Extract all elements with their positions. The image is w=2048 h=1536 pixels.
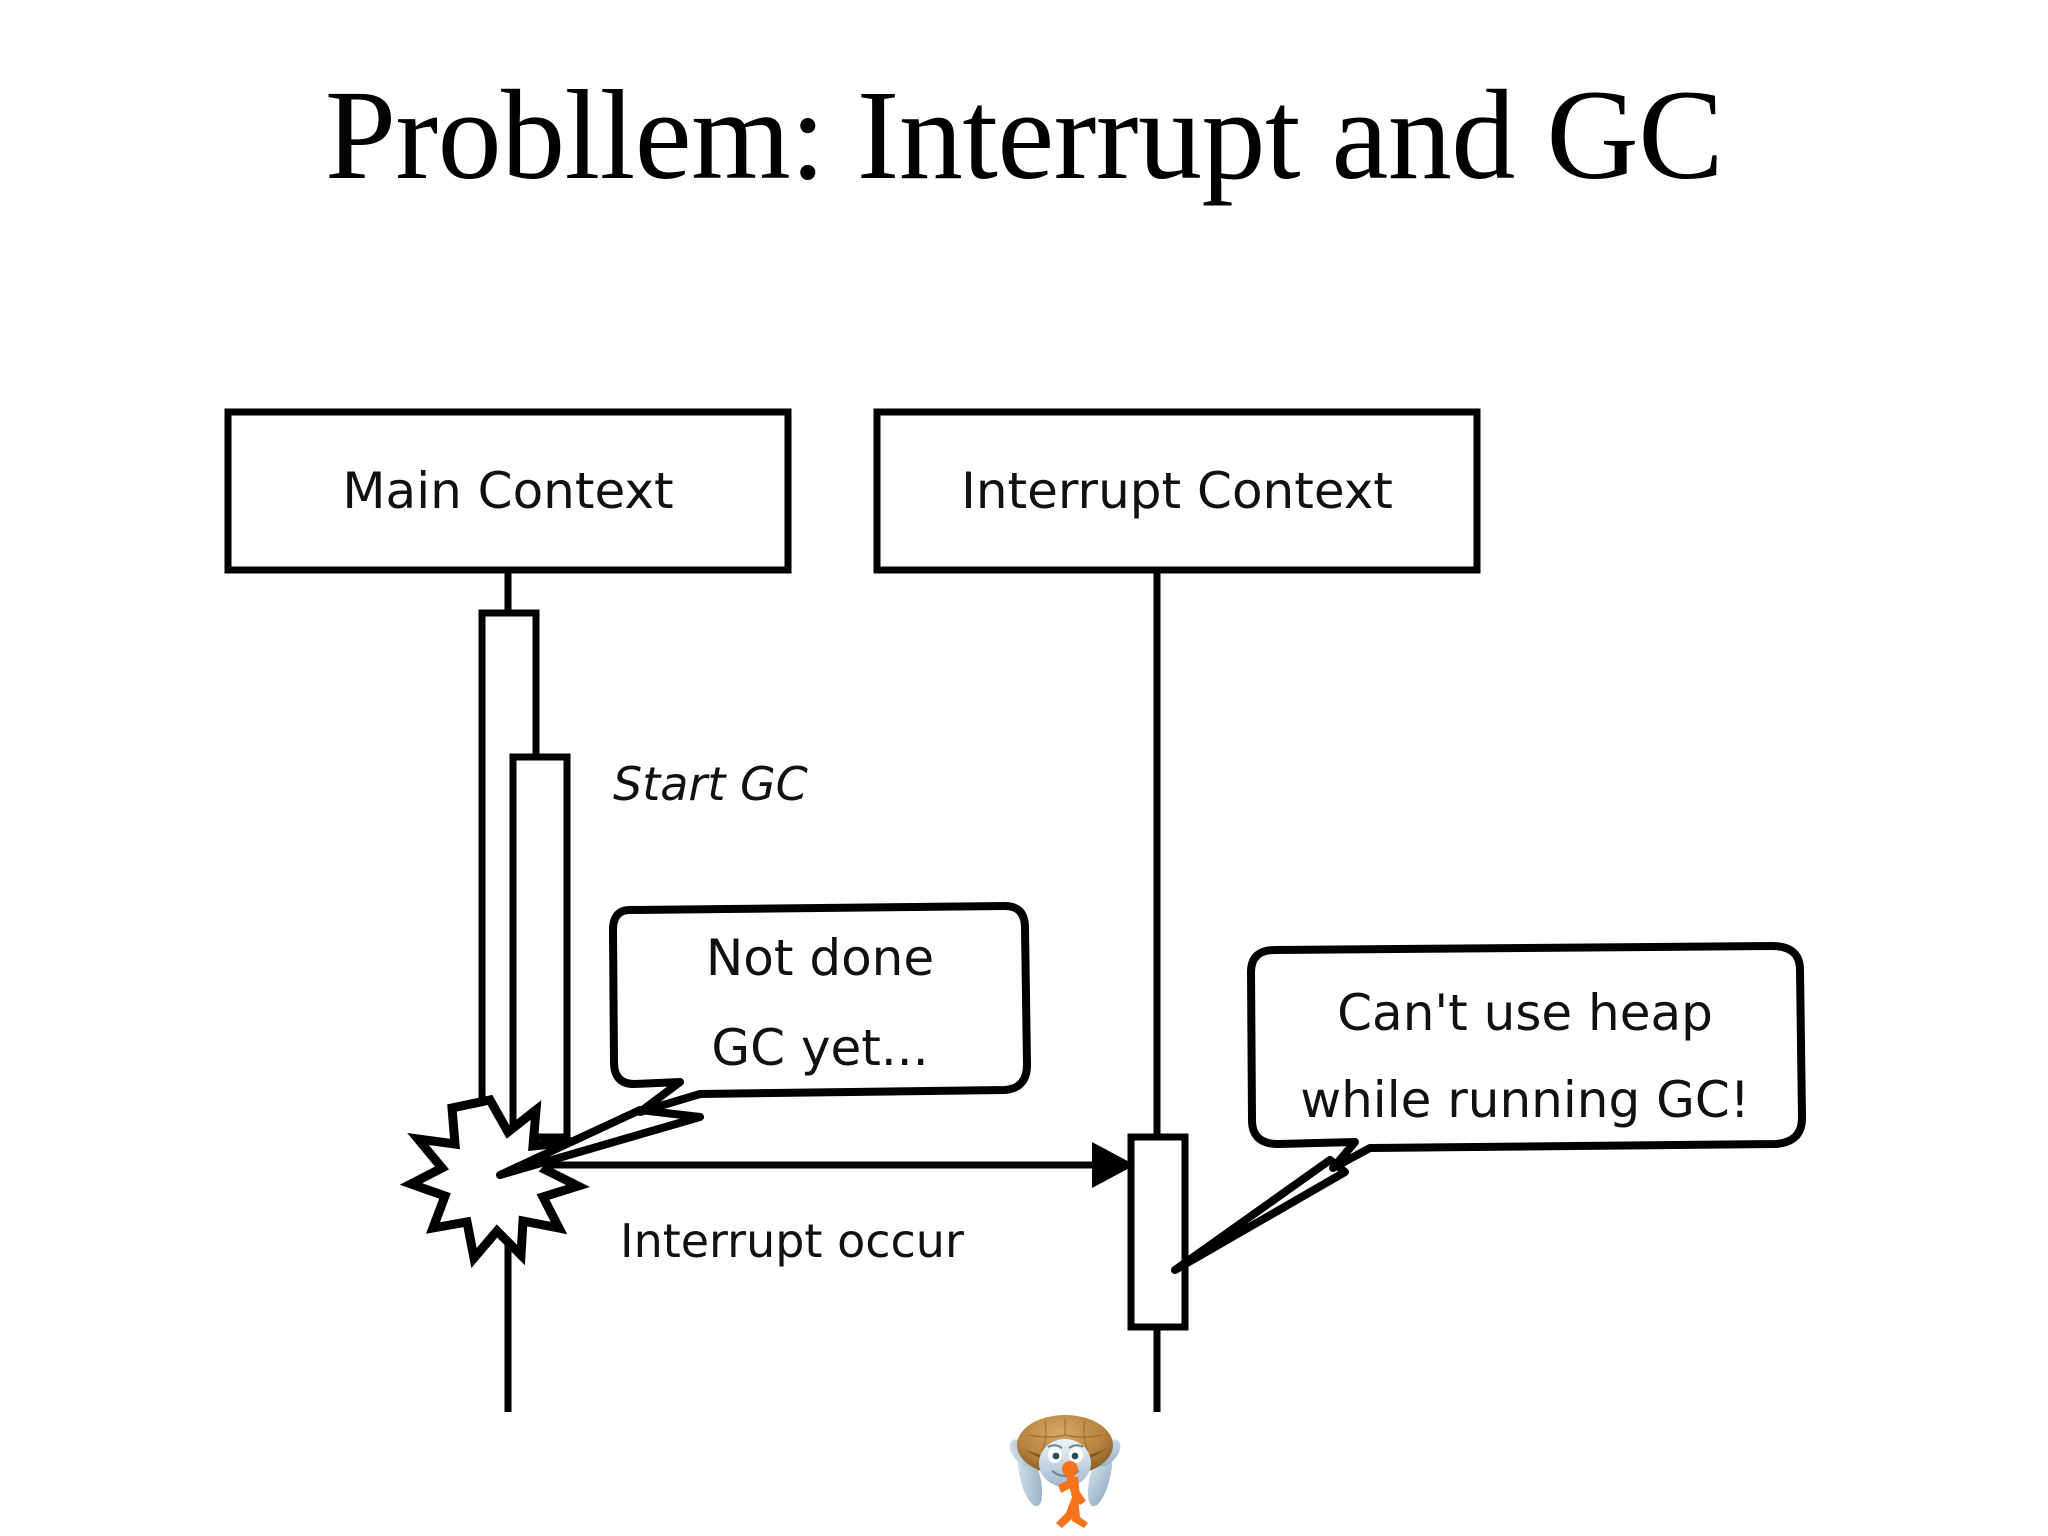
activation-bar-main-gc xyxy=(509,753,571,1141)
bubble-tail-cant-use-heap xyxy=(1171,1156,1349,1274)
mascot-shell-plates xyxy=(1027,1419,1103,1452)
bubble-tail-not-done-gc xyxy=(496,1106,704,1179)
page-title: Probllem: Interrupt and GC xyxy=(324,64,1724,206)
bubble-cant-use-heap-line2: while running GC! xyxy=(1300,1071,1750,1129)
bubble-not-done-gc xyxy=(609,902,1031,1116)
explosion-burst-icon xyxy=(399,1094,590,1269)
bubble-not-done-gc-line2: GC yet... xyxy=(711,1019,928,1077)
interrupt-arrow-head xyxy=(1092,1142,1135,1188)
mascot-orange-figure xyxy=(1056,1461,1088,1528)
bubble-cant-use-heap-line1: Can't use heap xyxy=(1337,984,1713,1042)
participant-label-interrupt: Interrupt Context xyxy=(961,462,1393,520)
label-interrupt-occur: Interrupt occur xyxy=(620,1214,964,1268)
bubble-cant-use-heap xyxy=(1247,942,1806,1172)
bubble-not-done-gc-line1: Not done xyxy=(706,929,934,987)
participant-label-main: Main Context xyxy=(342,462,673,520)
participant-box-main xyxy=(224,408,792,574)
label-start-gc: Start GC xyxy=(613,757,808,811)
activation-bar-interrupt xyxy=(1127,1133,1189,1331)
mruby-turtle-mascot xyxy=(1009,1415,1121,1528)
participant-box-interrupt xyxy=(873,408,1481,574)
